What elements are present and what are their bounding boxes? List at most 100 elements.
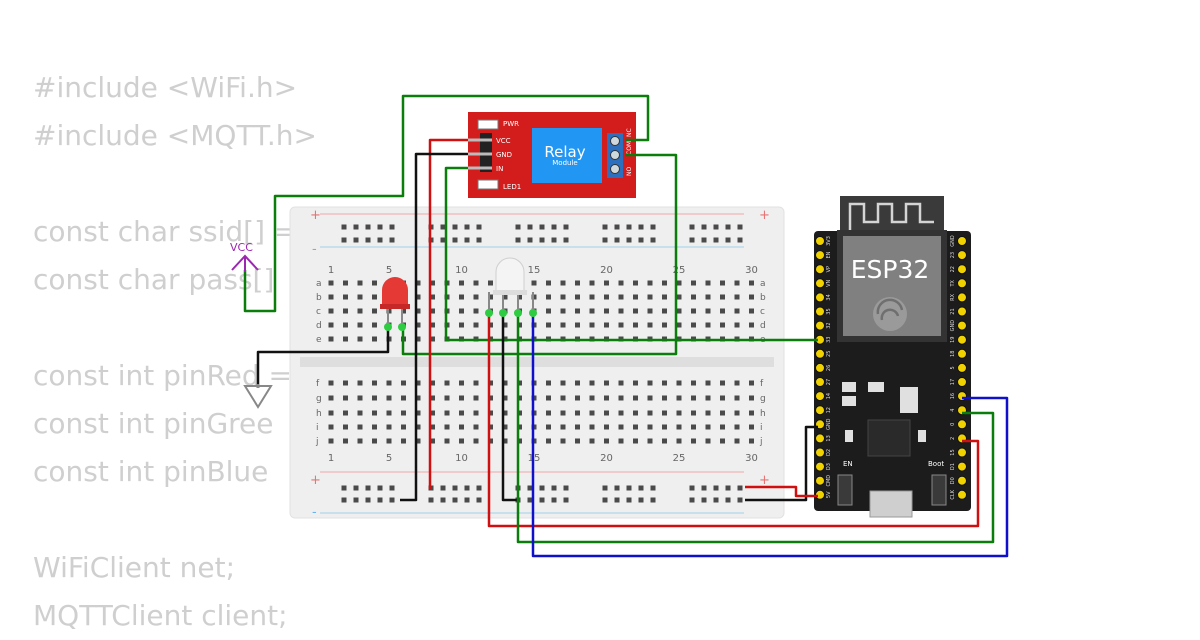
wire-green[interactable] xyxy=(444,166,818,342)
esp32-pin-label: RX xyxy=(950,293,956,300)
esp32-pin[interactable] xyxy=(815,278,825,289)
breadboard-row-letter: j xyxy=(759,437,763,447)
esp32-pin-label: 12 xyxy=(826,407,832,413)
wire-blue[interactable] xyxy=(531,313,1009,558)
vcc-symbol[interactable]: VCC xyxy=(230,241,259,272)
esp32-pin-label: 15 xyxy=(950,449,956,455)
esp32-pin-label: 19 xyxy=(950,337,956,343)
esp32-pin-label: VP xyxy=(826,266,832,272)
wire-black[interactable] xyxy=(745,425,818,502)
esp32-pin[interactable] xyxy=(957,362,967,373)
code-line: const int pinRed = xyxy=(33,359,292,392)
breadboard-column-number: 1 xyxy=(328,453,334,464)
esp32-pin[interactable] xyxy=(957,292,967,303)
breadboard-column-number: 20 xyxy=(600,453,613,464)
relay-pin-vcc[interactable]: VCC xyxy=(496,137,511,145)
rail-plus-label: + xyxy=(310,208,321,223)
relay-pwr-label: PWR xyxy=(503,120,519,128)
breadboard-column-number: 10 xyxy=(455,265,468,276)
relay-module[interactable]: PWR LED1 VCC GND IN Relay Module NC COM … xyxy=(468,112,636,198)
breadboard-column-number: 20 xyxy=(600,265,613,276)
wire-red[interactable] xyxy=(428,138,468,490)
breadboard-column-number: 5 xyxy=(386,453,392,464)
esp32-pin[interactable] xyxy=(815,236,825,246)
esp32-pin[interactable] xyxy=(815,362,825,373)
esp32-pin[interactable] xyxy=(815,250,825,261)
wire-red[interactable] xyxy=(487,313,980,528)
esp32-pin[interactable] xyxy=(815,475,825,486)
wires[interactable] xyxy=(243,94,1009,558)
breadboard-row-letter: c xyxy=(316,307,321,317)
esp32-boot-button-label: Boot xyxy=(928,460,944,468)
esp32-pin[interactable] xyxy=(815,391,825,402)
breadboard-row-letter: f xyxy=(760,379,764,389)
breadboard-row-letter: e xyxy=(316,335,322,345)
esp32-pin[interactable] xyxy=(957,419,967,430)
red-led[interactable] xyxy=(380,277,410,331)
esp32-pin[interactable] xyxy=(957,447,967,458)
esp32-pin-label: GND xyxy=(826,418,832,430)
wire-black[interactable] xyxy=(256,329,390,388)
esp32-pin-label: 3V3 xyxy=(826,236,832,246)
ground-symbol-icon[interactable] xyxy=(243,384,273,409)
esp32-pin[interactable] xyxy=(957,377,967,387)
esp32-pin-label: 33 xyxy=(826,337,832,343)
esp32-pin[interactable] xyxy=(815,377,825,387)
esp32-pin[interactable] xyxy=(957,489,967,500)
wire-green[interactable] xyxy=(516,313,995,544)
breadboard-row-letter: d xyxy=(316,321,322,331)
esp32-pin[interactable] xyxy=(815,306,825,317)
esp32-pin[interactable] xyxy=(957,250,967,261)
esp32-pin[interactable] xyxy=(815,348,825,359)
relay-pin-gnd[interactable]: GND xyxy=(496,151,512,159)
esp32-pin[interactable] xyxy=(957,278,967,289)
relay-pin-com[interactable]: COM xyxy=(626,141,633,155)
esp32-pin[interactable] xyxy=(815,292,825,303)
esp32-pin[interactable] xyxy=(957,236,967,246)
esp32-pin-label: 18 xyxy=(950,351,956,357)
esp32-pin[interactable] xyxy=(957,475,967,486)
breadboard-column-number: 25 xyxy=(673,265,686,276)
relay-pin-nc[interactable]: NC xyxy=(626,128,633,137)
breadboard-row-letter: c xyxy=(760,307,765,317)
breadboard-row-letter: b xyxy=(316,293,322,303)
code-line: #include <MQTT.h> xyxy=(33,119,317,152)
relay-pin-no[interactable]: NO xyxy=(626,167,633,176)
breadboard-row-letter: i xyxy=(316,423,319,433)
usb-port-icon xyxy=(869,490,913,518)
breadboard-row-letter: g xyxy=(316,394,322,404)
rgb-led[interactable] xyxy=(485,257,537,317)
wire-green[interactable] xyxy=(401,153,678,356)
esp32-pin[interactable] xyxy=(957,461,967,472)
esp32-pin[interactable] xyxy=(815,433,825,444)
esp32-pin[interactable] xyxy=(957,320,967,331)
esp32-pin-label: 4 xyxy=(950,409,956,412)
esp32-pin[interactable] xyxy=(815,447,825,458)
esp32-pin[interactable] xyxy=(957,306,967,317)
relay-pin-in[interactable]: IN xyxy=(496,165,503,173)
esp32-pin[interactable] xyxy=(815,461,825,472)
wire-black[interactable] xyxy=(501,313,518,502)
wire-green[interactable] xyxy=(243,94,650,313)
esp32-pin-label: CLK xyxy=(950,489,956,499)
esp32-pin[interactable] xyxy=(957,348,967,359)
esp32-pin-label: 23 xyxy=(950,252,956,258)
wire-black[interactable] xyxy=(400,152,468,502)
esp32-pin[interactable] xyxy=(957,264,967,275)
code-line: const int pinBlue xyxy=(33,455,269,488)
esp32-pin-label: D0 xyxy=(950,477,956,484)
espressif-logo-icon xyxy=(873,297,907,331)
rail-plus-label: + xyxy=(759,208,770,223)
esp32-pin[interactable] xyxy=(815,405,825,416)
breadboard-column-number: 5 xyxy=(386,265,392,276)
esp32-pin-label: 5V xyxy=(826,491,832,498)
esp32-pin[interactable] xyxy=(815,320,825,331)
esp32-pin[interactable] xyxy=(957,334,967,345)
esp32-pin[interactable] xyxy=(815,264,825,275)
esp32-en-button-label: EN xyxy=(843,460,853,468)
wire-red[interactable] xyxy=(745,485,818,498)
